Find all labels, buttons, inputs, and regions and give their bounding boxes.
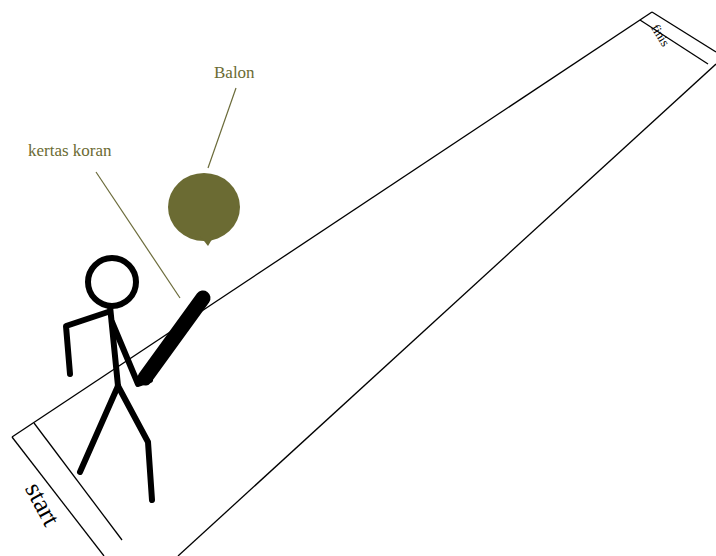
leader-line — [208, 88, 236, 168]
race-lane — [12, 12, 716, 556]
part-label: kertas koran — [28, 142, 112, 161]
finish-label: finis — [648, 22, 672, 49]
balloon — [168, 173, 240, 246]
part-label: Balon — [214, 64, 255, 83]
start-label: start — [19, 478, 65, 531]
rolled-newspaper — [145, 298, 203, 378]
